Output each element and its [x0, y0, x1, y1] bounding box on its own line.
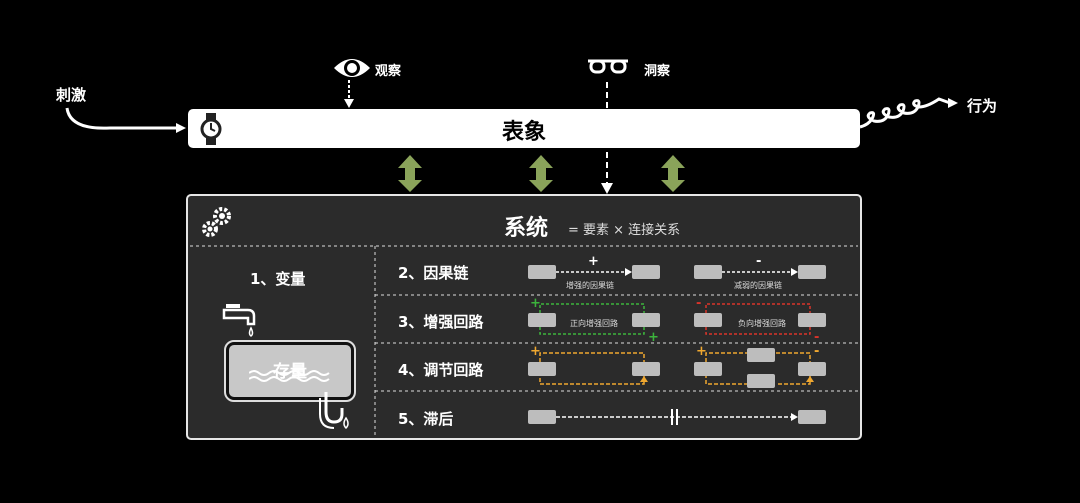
reinforcing-sign: + — [648, 330, 659, 345]
node — [798, 362, 826, 376]
node — [694, 265, 722, 279]
double-arrow-middle — [529, 155, 553, 192]
phenomenon-title: 表象 — [501, 120, 546, 145]
row-balancing-loop-label: 4、调节回路 — [398, 361, 484, 379]
causal-sign-positive: + — [588, 254, 599, 269]
panel-dividers — [190, 245, 858, 438]
node — [632, 265, 660, 279]
watch-icon — [200, 113, 222, 145]
system-title: 系统 — [503, 216, 548, 241]
faucet-icon — [222, 304, 256, 337]
phenomenon-bar: 表象 — [188, 109, 860, 148]
reinforcing-sign-neg: - — [696, 296, 702, 311]
node — [528, 410, 556, 424]
balancing-sign-neg: - — [814, 344, 820, 359]
node — [694, 313, 722, 327]
balancing-loop — [539, 352, 645, 362]
double-arrow-left — [398, 155, 422, 192]
stock-tank: 存量 — [224, 340, 356, 402]
behavior-label: 行为 — [967, 97, 998, 115]
behavior-arrow-head — [948, 98, 958, 108]
row-variable-label: 1、变量 — [250, 270, 306, 288]
stimulus-arrow — [65, 107, 180, 130]
system-formula: = 要素 × 连接关系 — [568, 223, 681, 238]
causal-caption-right: 减弱的因果链 — [734, 281, 782, 290]
node — [798, 265, 826, 279]
gears-icon — [202, 207, 231, 237]
eye-icon — [334, 59, 370, 77]
loop-diagrams — [528, 265, 826, 425]
double-arrow-right — [661, 155, 685, 192]
node — [747, 374, 775, 388]
node — [747, 348, 775, 362]
balancing-sign: + — [696, 344, 707, 359]
observe-label: 观察 — [375, 64, 402, 79]
balancing-loop-complex — [705, 352, 811, 362]
reinforcing-sign-neg: - — [814, 330, 820, 345]
node — [528, 265, 556, 279]
negative-loop — [705, 303, 811, 314]
node — [798, 313, 826, 327]
system-panel: 系统 = 要素 × 连接关系 1、变量 存量 2、因果链 3、增强回路 4、调节… — [186, 194, 862, 440]
causal-caption-left: 增强的因果链 — [566, 281, 614, 290]
observe-arrow-head — [344, 99, 354, 108]
stimulus-arrow-head — [176, 123, 186, 133]
insight-label: 洞察 — [644, 64, 671, 79]
node — [528, 313, 556, 327]
node — [798, 410, 826, 424]
reinforcing-sign: + — [530, 296, 541, 311]
drain-icon — [319, 392, 349, 430]
node — [632, 313, 660, 327]
row-reinforcing-loop-label: 3、增强回路 — [398, 313, 484, 331]
node — [632, 362, 660, 376]
row-causal-chain-label: 2、因果链 — [398, 264, 469, 282]
reinforcing-caption-left: 正向增强回路 — [570, 319, 618, 328]
balancing-sign: + — [530, 344, 541, 359]
water-waves — [249, 370, 330, 382]
reinforcing-caption-right: 负向增强回路 — [738, 319, 786, 328]
node — [694, 362, 722, 376]
causal-sign-negative: - — [756, 254, 762, 269]
node — [528, 362, 556, 376]
behavior-squiggle — [859, 97, 951, 129]
glasses-icon — [588, 59, 628, 74]
row-delay-label: 5、滞后 — [398, 410, 454, 428]
positive-loop — [539, 303, 645, 314]
stimulus-label: 刺激 — [56, 86, 87, 104]
insight-arrow-head — [601, 183, 613, 194]
